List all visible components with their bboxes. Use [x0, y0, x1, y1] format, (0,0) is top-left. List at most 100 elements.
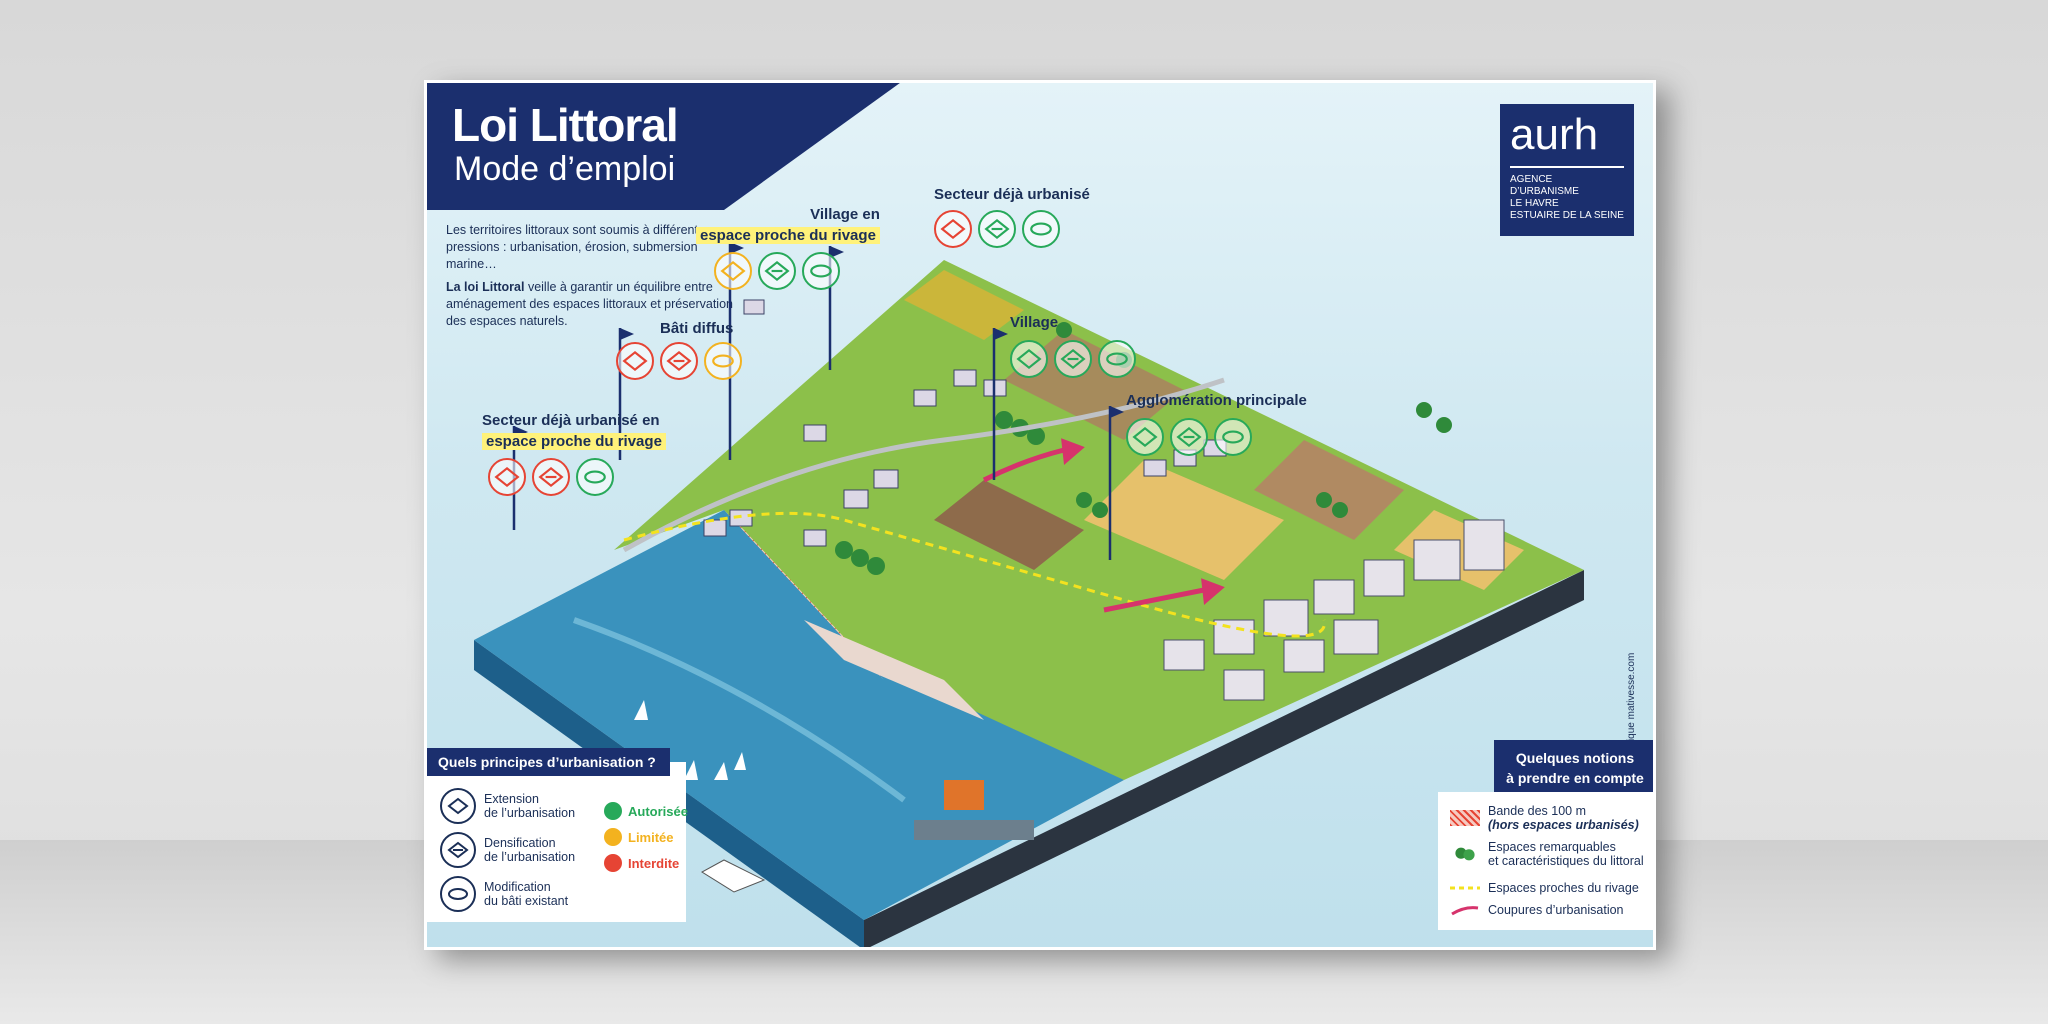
- field-3: [1084, 460, 1284, 580]
- logo-name: aurh: [1510, 110, 1599, 159]
- notion-line-2: (hors espaces urbanisés): [1488, 818, 1639, 832]
- hatch-swatch-icon: [1450, 810, 1480, 826]
- notion-line-1: Bande des 100 m: [1488, 804, 1586, 818]
- intro-law-text: veille à garantir un équilibre entre amé…: [446, 280, 733, 328]
- status-forbidden: Interdite: [604, 854, 679, 872]
- title-band: [424, 80, 904, 210]
- trees: [835, 322, 1452, 575]
- status-label: Limitée: [628, 829, 674, 845]
- status-label: Autorisée: [628, 803, 688, 819]
- page-title: Loi Littoral: [452, 99, 679, 151]
- modification-status-icon: [704, 342, 742, 380]
- cliff-face: [804, 620, 984, 720]
- urban-break-arrows: [982, 438, 1225, 613]
- flag-label-village: Village: [1010, 314, 1059, 331]
- densification-status-icon: [532, 458, 570, 496]
- status-icons-secteur: [934, 210, 1060, 248]
- notions-heading-line-2: à prendre en compte: [1506, 770, 1644, 786]
- extension-status-icon: [934, 210, 972, 248]
- logo-rule: [1510, 166, 1624, 168]
- sea-surface: [474, 510, 1124, 920]
- principle-line-2: de l’urbanisation: [484, 806, 576, 820]
- principles-legend: Quels principes d’urbanisation ? Extensi…: [424, 748, 688, 922]
- modification-status-icon: [576, 458, 614, 496]
- dashed-line-icon: [1450, 886, 1480, 890]
- densification-status-icon: [758, 252, 796, 290]
- flag-label-bati-diffus: Bâti diffus: [660, 320, 734, 337]
- land-side: [864, 570, 1584, 950]
- port: [914, 780, 1034, 840]
- densification-status-icon: [660, 342, 698, 380]
- flag-label-line-1: Village en: [810, 206, 880, 223]
- intro-paragraph-1: Les territoires littoraux sont soumis à …: [446, 223, 712, 271]
- principles-heading: Quels principes d’urbanisation ?: [424, 748, 670, 776]
- flag-label-line-1: Secteur déjà urbanisé en: [482, 412, 660, 429]
- field-5: [934, 480, 1084, 570]
- notion-urban-breaks: Coupures d’urbanisation: [1450, 902, 1624, 918]
- notions-legend: Bande des 100 m(hors espaces urbanisés) …: [1438, 792, 1656, 930]
- notion-line-1: Coupures d’urbanisation: [1488, 903, 1624, 917]
- status-icons-secteur-rivage: [488, 458, 614, 496]
- flag-label-line-2: espace proche du rivage: [696, 227, 880, 244]
- notions-heading-line-1: Quelques notions: [1515, 750, 1635, 766]
- field-2: [1004, 330, 1184, 440]
- aurh-logo: aurh AGENCE D’URBANISME LE HAVRE ESTUAIR…: [1500, 104, 1634, 236]
- status-limited: Limitée: [604, 828, 674, 846]
- modification-status-icon: [1214, 418, 1252, 456]
- red-dot-icon: [604, 854, 622, 872]
- intro-law-name: La loi Littoral: [446, 280, 525, 294]
- modification-status-icon: [802, 252, 840, 290]
- flag-label-secteur: Secteur déjà urbanisé: [934, 186, 1090, 203]
- notion-line-1: Espaces proches du rivage: [1488, 881, 1639, 895]
- flag-label-agglomeration: Agglomération principale: [1126, 392, 1307, 409]
- principle-line-1: Densification: [484, 836, 556, 850]
- extension-status-icon: [1126, 418, 1164, 456]
- status-authorized: Autorisée: [604, 802, 688, 820]
- road: [622, 377, 1225, 553]
- densification-status-icon: [1054, 340, 1092, 378]
- status-icons-bati-diffus: [616, 342, 742, 380]
- extension-status-icon: [616, 342, 654, 380]
- cruise-ship: [701, 859, 766, 893]
- notion-near-shore: Espaces proches du rivage: [1450, 880, 1639, 896]
- flag-label-village-rivage: Village en espace proche du rivage: [696, 206, 880, 244]
- status-label: Interdite: [628, 855, 680, 871]
- field-4: [1254, 440, 1404, 540]
- field-1: [904, 270, 1024, 340]
- arrow-line-icon: [1451, 906, 1479, 916]
- status-icons-village: [1010, 340, 1136, 378]
- sea-highlight: [573, 617, 906, 803]
- flag-label-secteur-rivage: Secteur déjà urbanisé en espace proche d…: [482, 412, 666, 450]
- tree-icon: [1455, 847, 1475, 861]
- boats: [634, 700, 746, 780]
- densification-status-icon: [1170, 418, 1208, 456]
- notions-heading: Quelques notions à prendre en compte: [1494, 740, 1656, 796]
- status-icons-agglomeration: [1126, 418, 1252, 456]
- page-subtitle: Mode d’emploi: [454, 150, 676, 188]
- modification-status-icon: [1098, 340, 1136, 378]
- town-main: [1163, 519, 1505, 701]
- logo-line-3: LE HAVRE: [1510, 198, 1559, 209]
- status-icons-village-rivage: [714, 252, 840, 290]
- densification-status-icon: [978, 210, 1016, 248]
- logo-line-4: ESTUAIRE DE LA SEINE: [1510, 210, 1624, 221]
- principle-line-2: du bâti existant: [484, 894, 569, 908]
- orange-dot-icon: [604, 828, 622, 846]
- logo-line-2: D’URBANISME: [1510, 186, 1579, 197]
- logo-line-1: AGENCE: [1510, 174, 1553, 185]
- isometric-landscape: [474, 242, 1584, 950]
- modification-status-icon: [1022, 210, 1060, 248]
- green-dot-icon: [604, 802, 622, 820]
- villages: [703, 299, 1227, 547]
- extension-status-icon: [714, 252, 752, 290]
- notion-line-1: Espaces remarquables: [1488, 840, 1616, 854]
- principle-line-1: Modification: [484, 880, 551, 894]
- densification-icon: [440, 832, 476, 868]
- modification-icon: [440, 876, 476, 912]
- notion-line-2: et caractéristiques du littoral: [1488, 854, 1644, 868]
- principle-line-1: Extension: [484, 792, 539, 806]
